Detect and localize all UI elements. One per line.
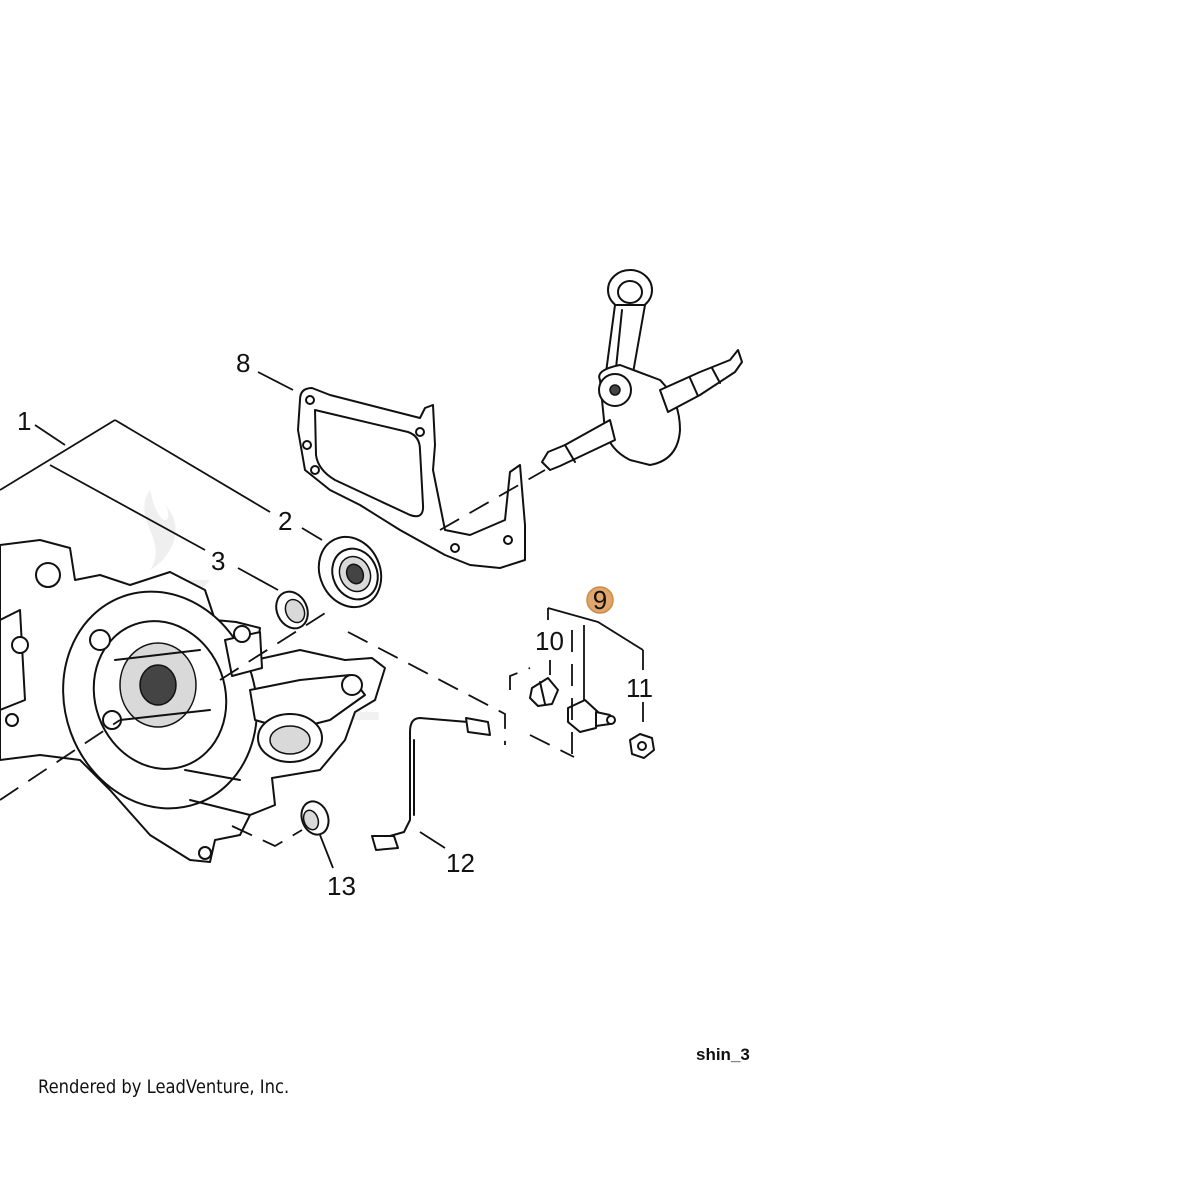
callout-12[interactable]: 12 [446, 848, 475, 878]
callout-3[interactable]: 3 [211, 546, 225, 576]
part-9-valve [567, 699, 616, 733]
part-11-hex-nut [629, 733, 655, 759]
callout-2[interactable]: 2 [278, 506, 292, 536]
part-13-bushing [300, 800, 330, 836]
crankcase-gasket [297, 387, 526, 569]
render-credit: Rendered by LeadVenture, Inc. [38, 1076, 290, 1098]
callout-labels: 1 2 3 8 9 10 11 12 13 [17, 348, 653, 901]
crankshaft-bearing [317, 535, 383, 609]
callout-9[interactable]: 9 [593, 585, 607, 615]
callout-8[interactable]: 8 [236, 348, 250, 378]
oil-seal [275, 590, 309, 630]
assembly-dash-lines [0, 469, 575, 848]
callout-10[interactable]: 10 [535, 626, 564, 656]
part-12-cable [371, 717, 491, 851]
diagram-reference-code: shin_3 [696, 1045, 750, 1064]
callout-1[interactable]: 1 [17, 406, 31, 436]
callout-11[interactable]: 11 [626, 673, 653, 703]
callout-13[interactable]: 13 [327, 871, 356, 901]
crankcase [0, 539, 386, 863]
part-10-nut [529, 677, 559, 707]
leader-lines [0, 371, 644, 869]
callout-9-highlight [586, 586, 614, 614]
crankshaft [541, 269, 743, 471]
